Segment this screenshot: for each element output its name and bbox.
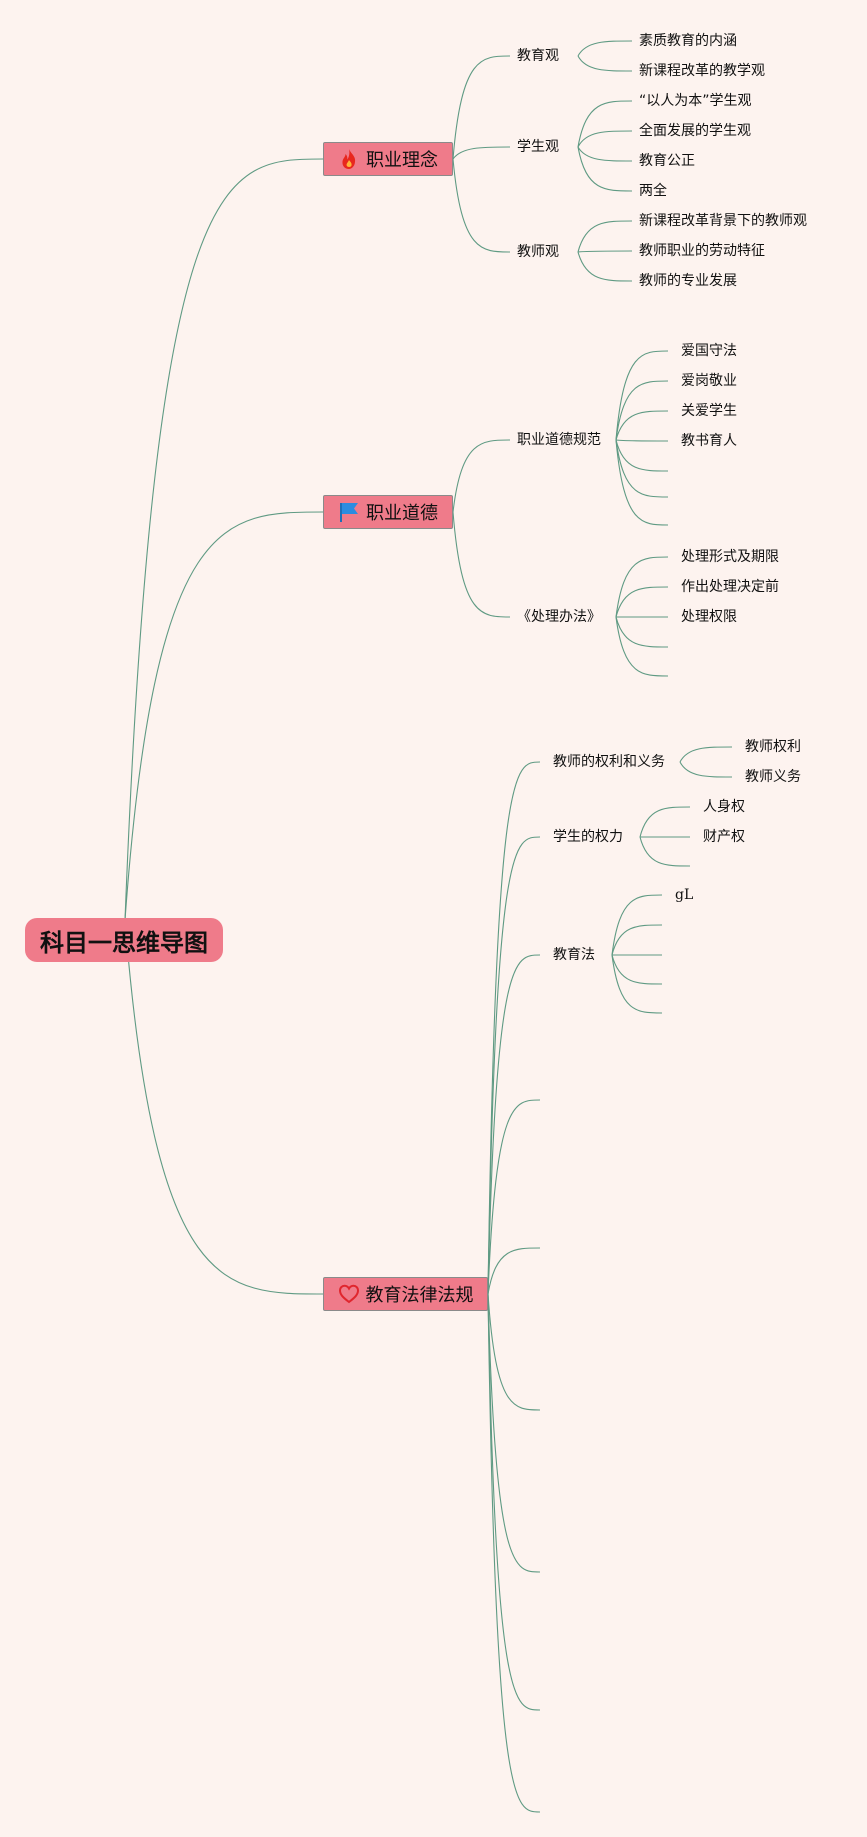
connector-branch-topic bbox=[487, 761, 541, 1295]
connector-topic-leaf bbox=[639, 836, 691, 867]
connector-topic-leaf bbox=[577, 40, 633, 57]
leaf-item[interactable]: gL bbox=[675, 887, 694, 903]
connector-branch-topic bbox=[487, 1247, 541, 1295]
connector-branch-topic bbox=[487, 1293, 541, 1573]
leaf-item[interactable]: 财产权 bbox=[703, 829, 745, 845]
connector-branch-topic bbox=[487, 1293, 541, 1813]
fire-icon bbox=[338, 148, 360, 170]
leaf-item[interactable]: 作出处理决定前 bbox=[681, 579, 779, 595]
flag-icon bbox=[338, 501, 360, 523]
connector-topic-leaf bbox=[577, 100, 633, 148]
connector-branch-topic bbox=[452, 158, 511, 253]
root-node[interactable]: 科目一思维导图 bbox=[25, 918, 223, 962]
connector-topic-leaf bbox=[615, 439, 669, 498]
connector-branch-topic bbox=[452, 55, 511, 160]
topic-teacher-rights-duties[interactable]: 教师的权利和义务 bbox=[553, 754, 665, 770]
topic-education-view[interactable]: 教育观 bbox=[517, 48, 559, 64]
connector-topic-leaf bbox=[615, 410, 669, 441]
connector-branch-topic bbox=[487, 954, 541, 1295]
topic-teacher-view[interactable]: 教师观 bbox=[517, 244, 559, 260]
branch-node-education-law[interactable]: 教育法律法规 bbox=[323, 1277, 488, 1311]
topic-education-law[interactable]: 教育法 bbox=[553, 947, 595, 963]
leaf-item[interactable]: 处理形式及期限 bbox=[681, 549, 779, 565]
leaf-item[interactable]: 两全 bbox=[639, 183, 667, 199]
connector-root-branch bbox=[124, 511, 324, 921]
topic-handling-measures[interactable]: 《处理办法》 bbox=[517, 609, 601, 625]
topic-student-view[interactable]: 学生观 bbox=[517, 139, 559, 155]
connector-branch-topic bbox=[487, 1293, 541, 1411]
leaf-item[interactable]: 人身权 bbox=[703, 799, 745, 815]
connector-branch-topic bbox=[452, 511, 511, 618]
connector-topic-leaf bbox=[577, 55, 633, 72]
connector-topic-leaf bbox=[615, 439, 669, 442]
connector-branch-topic bbox=[452, 146, 511, 160]
connector-topic-leaf bbox=[577, 130, 633, 148]
connector-topic-leaf bbox=[615, 556, 669, 618]
connector-branch-topic bbox=[487, 836, 541, 1295]
topic-ethics-norms[interactable]: 职业道德规范 bbox=[517, 432, 601, 448]
leaf-item[interactable]: 新课程改革背景下的教师观 bbox=[639, 213, 807, 229]
leaf-item[interactable]: 素质教育的内涵 bbox=[639, 33, 737, 49]
connector-topic-leaf bbox=[615, 586, 669, 618]
connector-branch-topic bbox=[452, 439, 511, 513]
connector-branch-topic bbox=[487, 1099, 541, 1295]
connector-topic-leaf bbox=[679, 761, 733, 778]
connector-topic-leaf bbox=[611, 894, 663, 956]
connector-root-branch bbox=[124, 919, 324, 1295]
connector-topic-leaf bbox=[611, 954, 663, 1014]
leaf-item[interactable]: 关爱学生 bbox=[681, 403, 737, 419]
connector-topic-leaf bbox=[639, 806, 691, 838]
connector-topic-leaf bbox=[615, 439, 669, 526]
connector-topic-leaf bbox=[577, 251, 633, 282]
leaf-item[interactable]: 教书育人 bbox=[681, 433, 737, 449]
leaf-item[interactable]: 教育公正 bbox=[639, 153, 695, 169]
connector-branch-topic bbox=[487, 1293, 541, 1711]
connector-topic-leaf bbox=[615, 380, 669, 441]
connector-topic-leaf bbox=[577, 250, 633, 253]
connector-topic-leaf bbox=[577, 146, 633, 192]
branch-label: 职业道德 bbox=[366, 503, 438, 524]
branch-node-professional-philosophy[interactable]: 职业理念 bbox=[323, 142, 453, 176]
connector-root-branch bbox=[124, 158, 324, 921]
heart-icon bbox=[338, 1283, 360, 1305]
leaf-item[interactable]: 爱国守法 bbox=[681, 343, 737, 359]
leaf-item[interactable]: 教师义务 bbox=[745, 769, 801, 785]
leaf-item[interactable]: 爱岗敬业 bbox=[681, 373, 737, 389]
leaf-item[interactable]: 教师的专业发展 bbox=[639, 273, 737, 289]
connector-topic-leaf bbox=[615, 439, 669, 472]
leaf-item[interactable]: 新课程改革的教学观 bbox=[639, 63, 765, 79]
topic-student-rights[interactable]: 学生的权力 bbox=[553, 829, 623, 845]
connector-topic-leaf bbox=[615, 616, 669, 648]
connector-topic-leaf bbox=[611, 924, 663, 956]
connector-topic-leaf bbox=[577, 220, 633, 253]
leaf-item[interactable]: “以人为本”学生观 bbox=[639, 93, 752, 109]
branch-node-professional-ethics[interactable]: 职业道德 bbox=[323, 495, 453, 529]
connector-topic-leaf bbox=[615, 350, 669, 441]
connector-topic-leaf bbox=[615, 616, 669, 677]
leaf-item[interactable]: 教师职业的劳动特征 bbox=[639, 243, 765, 259]
connector-topic-leaf bbox=[577, 146, 633, 162]
branch-label: 职业理念 bbox=[366, 150, 438, 171]
leaf-item[interactable]: 处理权限 bbox=[681, 609, 737, 625]
connector-topic-leaf bbox=[611, 954, 663, 985]
connector-topic-leaf bbox=[679, 746, 733, 763]
leaf-item[interactable]: 全面发展的学生观 bbox=[639, 123, 751, 139]
leaf-item[interactable]: 教师权利 bbox=[745, 739, 801, 755]
branch-label: 教育法律法规 bbox=[365, 1285, 474, 1306]
